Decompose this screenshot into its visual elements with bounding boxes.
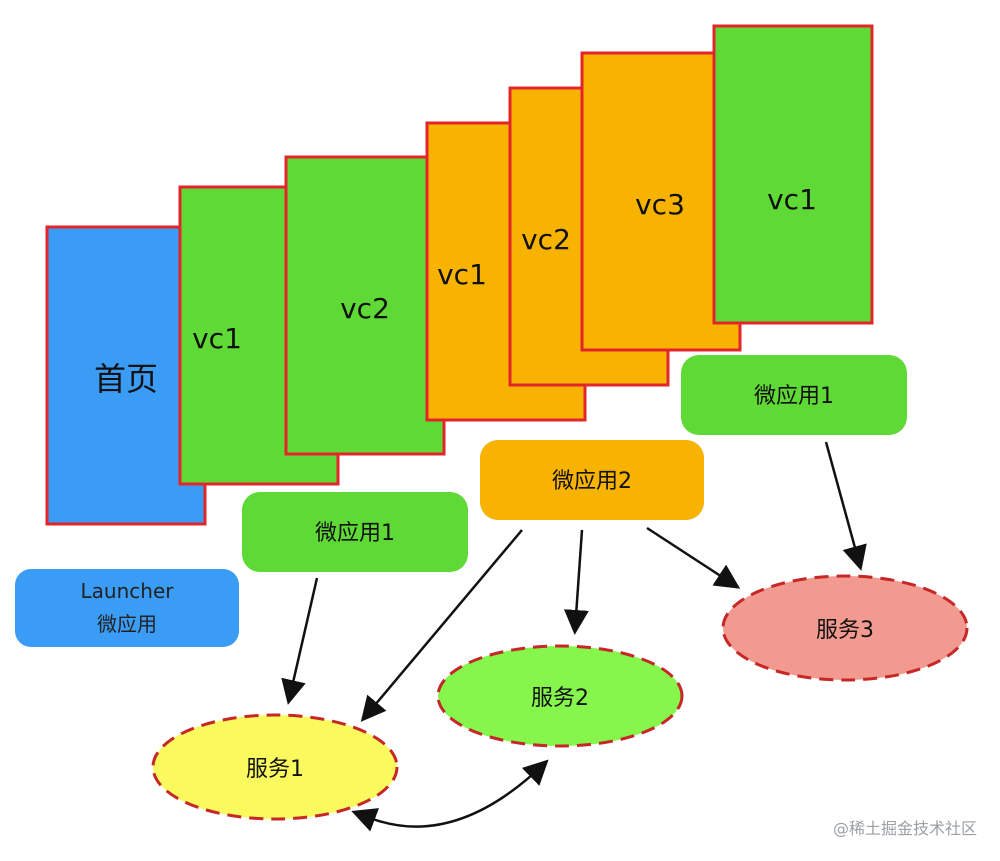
arrow-app2-to-service2 [563,529,589,635]
service-3: 服务3 [721,574,969,682]
app2-vc1-label: vc1 [437,258,487,291]
micro-app-1-bottom-label: 微应用1 [315,521,395,546]
service-2-label: 服务2 [531,686,589,711]
arrow-app1top-to-service3 [824,441,867,571]
service-1-label: 服务1 [246,757,304,782]
app3-vc1-card: vc1 [712,24,874,325]
launcher-micro-app: Launcher 微应用 [15,569,239,647]
launcher-label-line1: Launcher [81,579,175,603]
launcher-label-line2: 微应用 [97,612,157,636]
app1-vc1-label: vc1 [192,322,242,355]
home-card-label: 首页 [94,360,158,398]
app3-vc1-label: vc1 [767,183,817,216]
app2-vc3-label: vc3 [635,188,685,221]
arrow-app2-to-service1 [360,529,523,722]
app1-vc2-card: vc2 [284,155,446,456]
app2-vc2-label: vc2 [521,223,571,256]
service-2: 服务2 [436,644,684,748]
micro-app-1-bottom: 微应用1 [242,492,468,572]
service-3-label: 服务3 [816,618,874,643]
service-1: 服务1 [151,713,399,821]
micro-app-1-top-label: 微应用1 [754,384,834,409]
arrow-service1-service2-bidirectional [351,759,549,832]
micro-app-2-label: 微应用2 [552,469,632,494]
watermark: @稀土掘金技术社区 [833,819,977,838]
arrow-app1-to-service1 [281,577,319,705]
micro-app-2: 微应用2 [480,440,704,520]
micro-app-1-top: 微应用1 [681,355,907,435]
app1-vc2-label: vc2 [340,292,390,325]
arrow-app2-to-service3 [646,526,741,589]
